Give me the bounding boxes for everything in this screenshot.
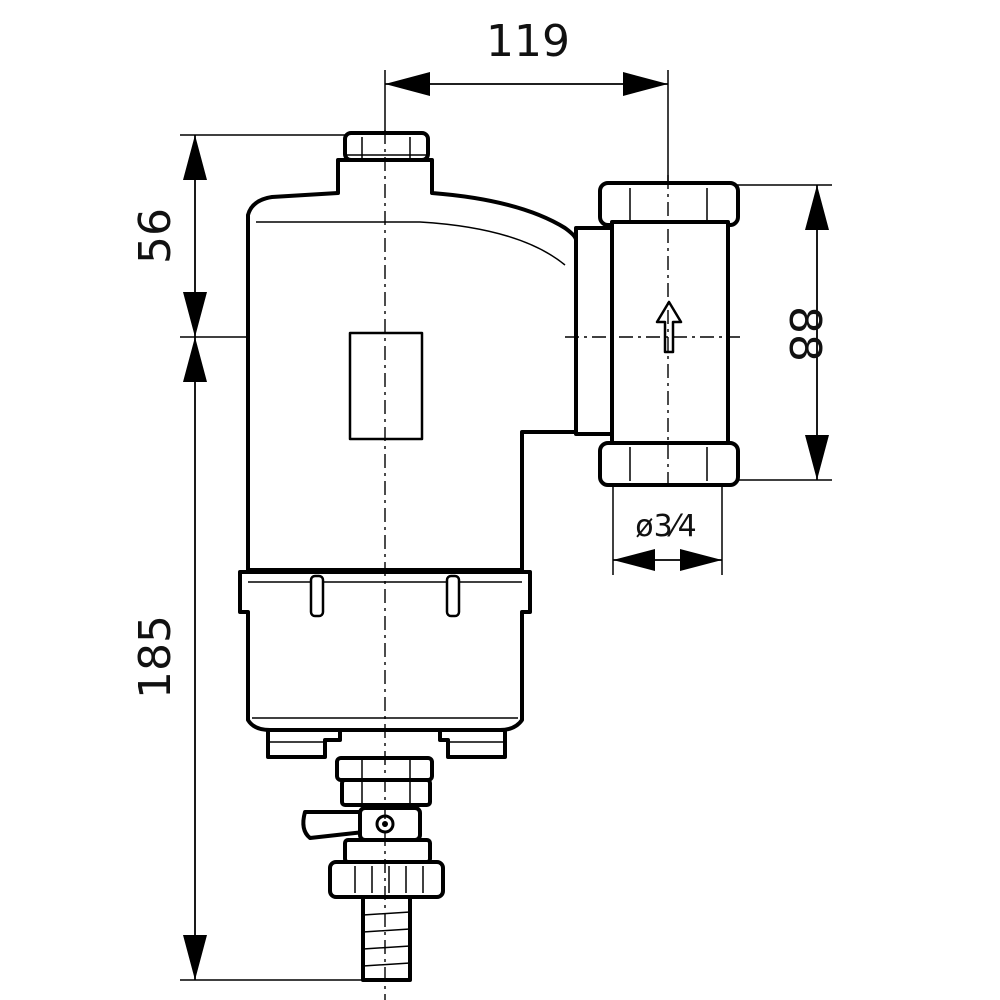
- dim-arrow-right: [680, 549, 722, 571]
- dim-arrow-left: [613, 549, 655, 571]
- dim-arrow-left: [385, 72, 430, 96]
- dim-label-thread: ø3⁄4: [635, 509, 697, 544]
- separator-body: [238, 131, 740, 982]
- lower-coupling-top: [343, 838, 432, 864]
- dimension-thread-size: ø3⁄4: [612, 480, 723, 575]
- dimension-height-upper: 56: [130, 134, 345, 338]
- valve-body: [340, 778, 432, 807]
- dimension-connection-spacing: 88: [728, 184, 832, 481]
- dimension-width-top: 119: [384, 16, 669, 185]
- knurled-nut: [328, 860, 445, 899]
- dim-label-185: 185: [130, 615, 181, 699]
- label-plate: [348, 331, 424, 441]
- top-plug: [343, 131, 430, 162]
- valve-handle: [301, 810, 366, 840]
- ball-valve-icon: [301, 806, 422, 842]
- housing-contour: [256, 221, 566, 266]
- dim-label-88: 88: [779, 306, 830, 362]
- dim-arrow-right: [623, 72, 668, 96]
- lower-union-nut: [598, 441, 740, 487]
- dim-arrow-down: [183, 292, 207, 337]
- dim-arrow-up: [183, 135, 207, 180]
- dim-label-119: 119: [486, 16, 570, 67]
- dim-arrow-up: [805, 185, 829, 230]
- bowl-notch-right: [445, 574, 461, 618]
- foot-left: [266, 728, 342, 759]
- hose-tail: [361, 895, 412, 982]
- inlet-pipe: [574, 226, 618, 436]
- dimension-height-lower: 185: [130, 337, 365, 981]
- dim-label-56: 56: [130, 208, 181, 264]
- dim-arrow-down: [805, 435, 829, 480]
- bowl-notch-left: [309, 574, 325, 618]
- upper-union-nut: [598, 181, 740, 227]
- dim-arrow-down: [183, 935, 207, 980]
- arrow-up-icon: [655, 300, 683, 354]
- dim-arrow-up: [183, 337, 207, 382]
- foot-right: [438, 728, 507, 759]
